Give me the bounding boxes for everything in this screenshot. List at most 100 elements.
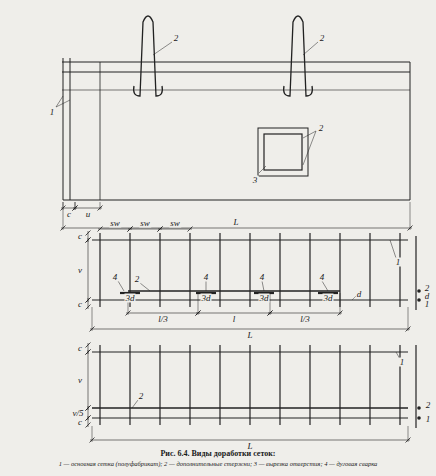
transverse-bar [309, 233, 310, 307]
side-view-bar [415, 345, 416, 428]
transverse-bar [279, 345, 280, 425]
dimension-line [61, 228, 412, 229]
dimension-label: l/3 [299, 315, 311, 324]
drawing-line [62, 62, 410, 63]
dimension-label: sw [169, 219, 181, 228]
transverse-bar [309, 345, 310, 425]
dimension-tick [86, 406, 91, 411]
transverse-bar [219, 233, 220, 307]
dimension-line [268, 313, 342, 314]
transverse-bar [339, 345, 340, 425]
leader-line [303, 42, 318, 55]
side-view-rod [417, 416, 421, 420]
dimension-tick [86, 231, 91, 236]
dimension-label: c [66, 210, 72, 219]
extension-line [63, 202, 64, 230]
dimension-label: L [246, 331, 253, 340]
dimension-label: 3d [201, 294, 212, 303]
extension-line [92, 307, 93, 331]
side-view-bar [415, 236, 416, 310]
leader-line [259, 166, 266, 173]
transverse-bar [189, 345, 190, 425]
dimension-label: d [356, 290, 363, 299]
dimension-label: sw [139, 219, 151, 228]
leader-line [132, 400, 138, 408]
extension-line [92, 426, 93, 442]
dimension-label: 3d [323, 294, 334, 303]
drawing-strokes [56, 16, 421, 443]
callout-number: 1 [425, 415, 432, 424]
extension-line [198, 293, 199, 315]
callout-number: 4 [112, 273, 119, 282]
leader-line [262, 281, 264, 291]
drawing-line [410, 62, 411, 200]
dimension-tick [128, 227, 133, 232]
leader-line [303, 131, 316, 138]
dimension-tick [188, 227, 193, 232]
dimension-label: l/3 [157, 315, 169, 324]
transverse-bar [129, 345, 130, 425]
callout-number: 2 [173, 34, 180, 43]
transverse-bar [249, 345, 250, 425]
transverse-bar [99, 233, 100, 307]
opening-cut [258, 128, 308, 176]
dimension-line [88, 350, 89, 410]
dimension-label: c [77, 232, 83, 241]
transverse-bar [249, 233, 250, 307]
callout-number: 2 [318, 124, 325, 133]
side-view-rod [417, 406, 421, 410]
leader-line [206, 281, 207, 291]
dimension-label: c [77, 418, 83, 427]
dimension-line [90, 329, 410, 330]
dimension-tick [86, 416, 91, 421]
dimension-line [158, 229, 192, 230]
leader-line [56, 100, 70, 107]
dimension-label: l [232, 315, 237, 324]
additional-rod [92, 407, 408, 408]
dimension-tick [86, 298, 91, 303]
drawing-line [62, 72, 410, 73]
dimension-label: c [77, 300, 83, 309]
dimension-line [98, 229, 132, 230]
dimension-tick [98, 227, 103, 232]
transverse-bar [189, 233, 190, 307]
transverse-bar [99, 345, 100, 425]
dimension-tick [158, 227, 163, 232]
dimension-label: c [77, 344, 83, 353]
transverse-bar [219, 345, 220, 425]
dimension-tick [86, 343, 91, 348]
callout-number: 1 [395, 258, 402, 267]
dimension-label: 3d [125, 294, 136, 303]
transverse-bar [369, 345, 370, 425]
dimension-tick [86, 423, 91, 428]
callout-number: 4 [319, 273, 326, 282]
extension-line [408, 307, 409, 331]
callout-number: 3 [252, 176, 259, 185]
dimension-line [126, 313, 200, 314]
callout-number: 1 [399, 358, 406, 367]
transverse-bar [159, 345, 160, 425]
extension-line [75, 202, 76, 210]
callout-number: 4 [203, 273, 210, 282]
callout-number: 2 [425, 401, 432, 410]
leader-line [303, 131, 316, 165]
figure-caption: Рис. 6.4. Виды доработки сеток: [4, 449, 432, 458]
drawing-line [100, 62, 101, 200]
side-view-rod [417, 289, 421, 293]
drawing-line [63, 200, 410, 201]
transverse-bar [369, 233, 370, 307]
leader-line [118, 281, 124, 291]
leader-line [153, 42, 172, 55]
extension-line [100, 202, 101, 210]
extension-line [340, 293, 341, 315]
callout-number: 1 [49, 108, 56, 117]
dimension-label: u [85, 210, 92, 219]
transverse-bar [279, 233, 280, 307]
opening-rods [264, 134, 302, 170]
dimension-tick [86, 350, 91, 355]
drawing-line [63, 58, 64, 200]
callout-number: 2 [138, 392, 145, 401]
extension-line [270, 293, 271, 315]
transverse-bar [159, 233, 160, 307]
